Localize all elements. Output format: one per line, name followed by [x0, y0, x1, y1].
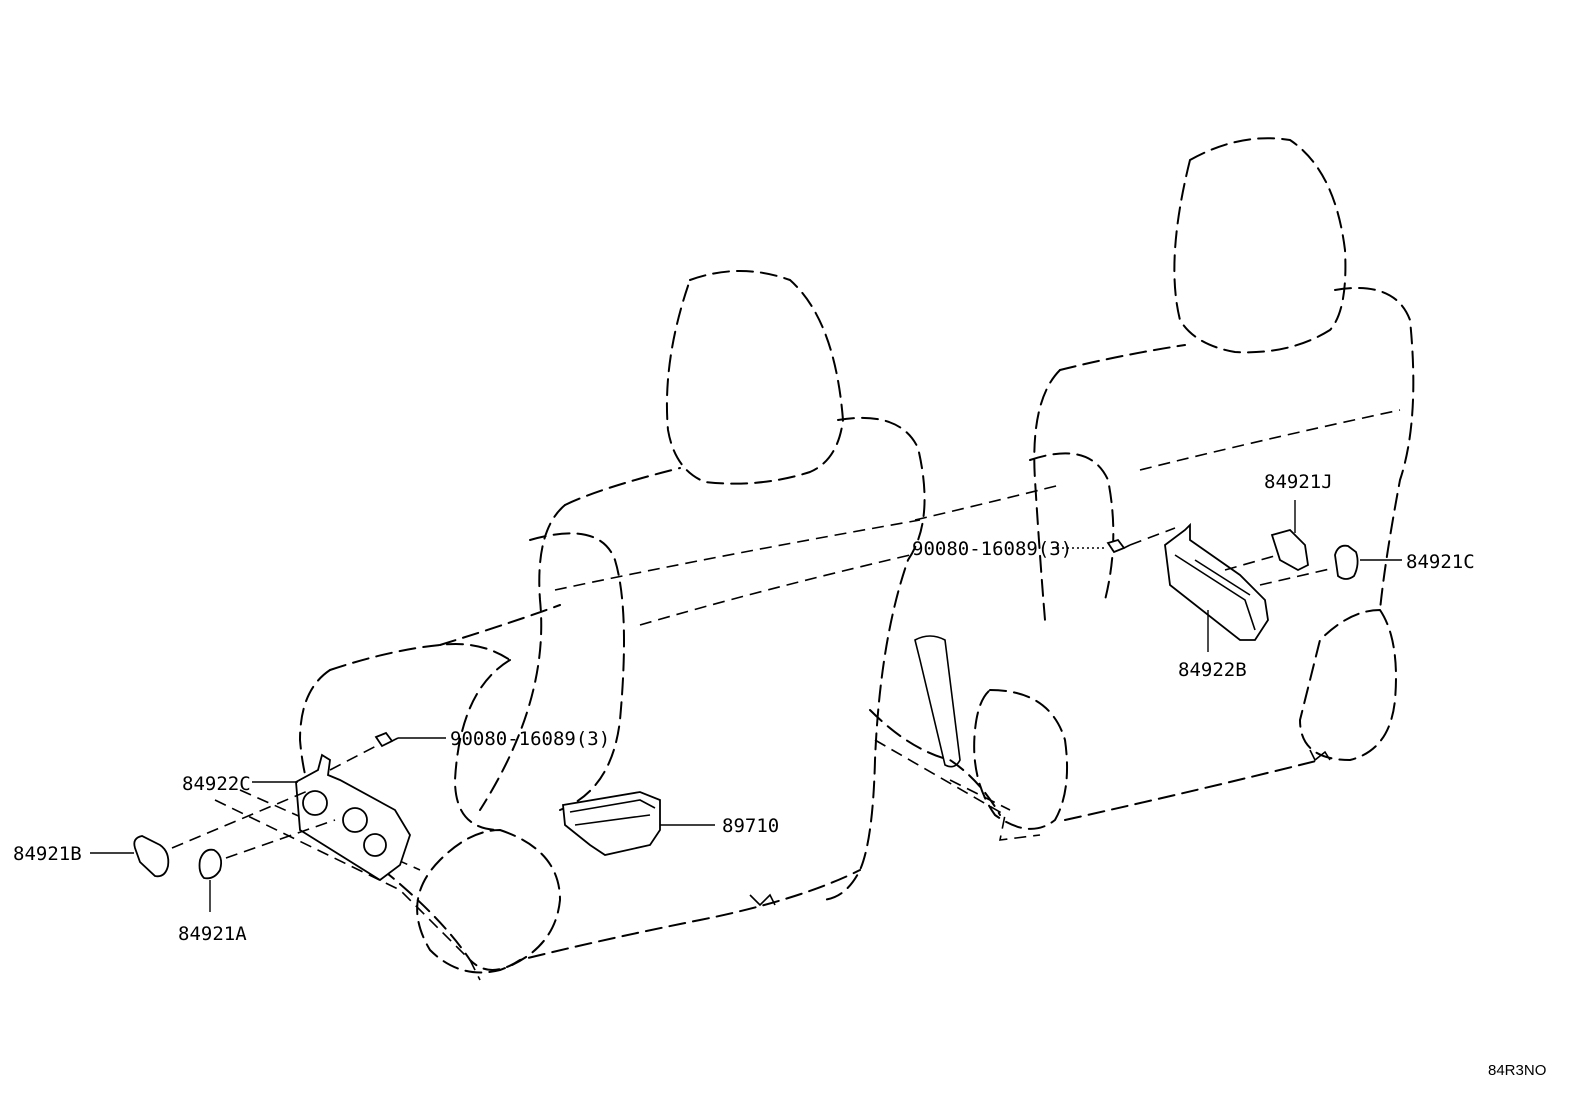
bolt-right [1106, 538, 1131, 554]
knob-84921j [1270, 528, 1309, 572]
callout-bolt-right: 90080-16089(3) [912, 538, 1072, 560]
right-seat-outline [869, 137, 1415, 841]
callout-knob-a: 84921A [178, 923, 247, 945]
knob-84921b [133, 835, 170, 878]
knob-84921c [1334, 544, 1359, 580]
callout-switch-left: 84922C [182, 773, 251, 795]
callout-bolt-left: 90080-16089(3) [450, 728, 610, 750]
callout-knob-j: 84921J [1264, 471, 1333, 493]
callout-knob-c: 84921C [1406, 551, 1475, 573]
seat-switch-left [295, 753, 411, 882]
control-module-89710 [562, 791, 661, 856]
knob-84921a [198, 848, 223, 880]
bolt-left [374, 731, 399, 748]
callout-knob-b: 84921B [13, 843, 82, 865]
seat-switch-right [1164, 522, 1269, 641]
left-seat-outline [214, 270, 926, 981]
callout-switch-right: 84922B [1178, 659, 1247, 681]
callout-module: 89710 [722, 815, 779, 837]
reference-code: 84R3NO [1488, 1062, 1546, 1079]
